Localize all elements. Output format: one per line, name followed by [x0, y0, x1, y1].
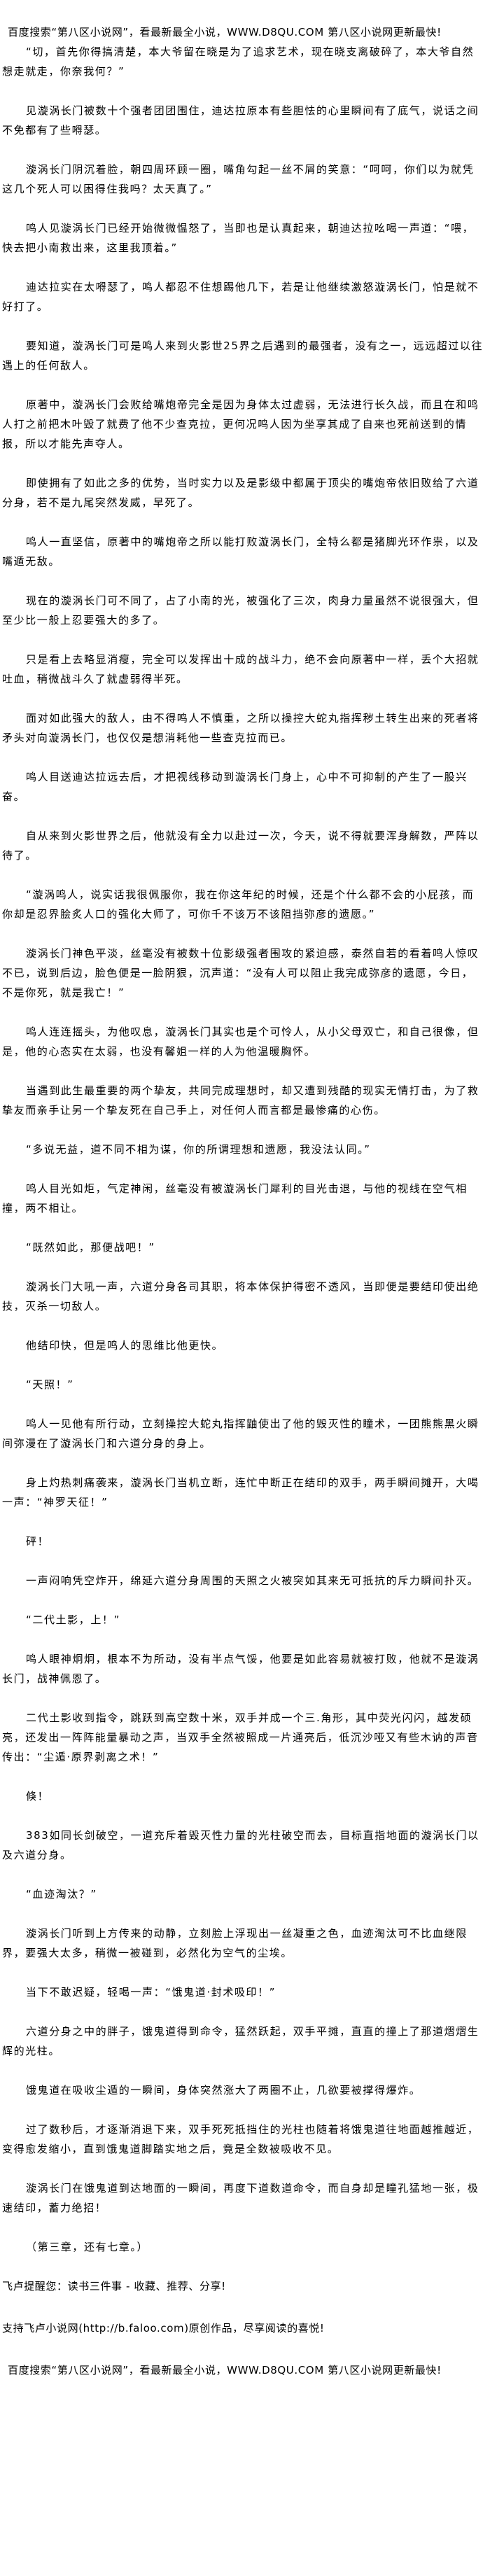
- story-paragraph: 砰！: [26, 1535, 50, 1548]
- story-paragraph: 漩涡长门在饿鬼道到达地面的一瞬间，再度下道数道命令，而自身却是瞳孔猛地一张，极速…: [2, 2182, 479, 2214]
- story-paragraph: 鸣人连连摇头，为他叹息，漩涡长门其实也是个可怜人，从小父母双亡，和自己很像，但是…: [2, 1026, 479, 1058]
- story-paragraph: 迪达拉实在太嘚瑟了，鸣人都忍不住想踢他几下，若是让他继续激怒漩涡长门，怕是就不好…: [2, 281, 479, 313]
- novel-page: 百度搜索“第八区小说网”，看最新最全小说，WWW.D8QU.COM 第八区小说网…: [2, 26, 484, 2380]
- story-paragraph: “漩涡鸣人，说实话我很佩服你，我在你这年纪的时候，还是个什么都不会的小屁孩，而你…: [2, 888, 475, 920]
- story-paragraph: 只是看上去略显消瘦，完全可以发挥出十成的战斗力，绝不会向原著中一样，丢个大招就吐…: [2, 653, 479, 685]
- story-paragraph: 他结印快，但是鸣人的思维比他更快。: [26, 1339, 224, 1352]
- story-paragraph: 要知道，漩涡长门可是鸣人来到火影世25界之后遇到的最强者，没有之一，远远超过以往…: [2, 340, 484, 372]
- story-paragraph: （第三章，还有七章。）: [26, 2241, 149, 2253]
- story-paragraph: “二代土影，上！”: [26, 1614, 120, 1626]
- story-paragraph: 当下不敢迟疑，轻喝一声：“饿鬼道·封术吸印！”: [26, 1986, 276, 1998]
- story-paragraph: 漩涡长门大吼一声，六道分身各司其职，将本体保护得密不透风，当即便是要结印使出绝技…: [2, 1280, 479, 1312]
- story-paragraph: “切，首先你得搞清楚，本大爷留在晓是为了追求艺术，现在晓支离破碎了，本大爷自然想…: [2, 46, 475, 78]
- story-paragraph: “血迹淘汰？”: [26, 1888, 97, 1900]
- story-paragraph: 鸣人一见他有所行动，立刻操控大蛇丸指挥鼬使出了他的毁灭性的瞳术，一团熊熊黑火瞬间…: [2, 1418, 479, 1450]
- story-paragraph: 自从来到火影世界之后，他就没有全力以赴过一次，今天，说不得就要浑身解数，严阵以待…: [2, 830, 479, 862]
- site-banner-bottom: 百度搜索“第八区小说网”，看最新最全小说，WWW.D8QU.COM 第八区小说网…: [8, 2364, 442, 2376]
- story-paragraph: 漩涡长门神色平淡，丝毫没有被数十位影级强者围攻的紧迫感，泰然自若的看着鸣人惊叹不…: [2, 947, 479, 999]
- site-banner-top: 百度搜索“第八区小说网”，看最新最全小说，WWW.D8QU.COM 第八区小说网…: [8, 26, 442, 38]
- story-paragraph: 漩涡长门听到上方传来的动静，立刻脸上浮现出一丝凝重之色，血迹淘汰可不比血继限界，…: [2, 1927, 468, 1959]
- story-paragraph: “多说无益，道不同不相为谋，你的所谓理想和遗愿，我没法认同。”: [26, 1143, 371, 1156]
- story-paragraph: 当遇到此生最重要的两个挚友，共同完成理想时，却又遭到残酷的现实无情打击，为了救挚…: [2, 1084, 479, 1116]
- story-paragraph: 鸣人目送迪达拉远去后，才把视线移动到漩涡长门身上，心中不可抑制的产生了一股兴奋。: [2, 771, 468, 803]
- story-paragraph: 鸣人眼神炯炯，根本不为所动，没有半点气馁，他要是如此容易就被打败，他就不是漩涡长…: [2, 1653, 479, 1685]
- story-paragraph: 漩涡长门阴沉着脸，朝四周环顾一圈，嘴角勾起一丝不屑的笑意：“呵呵，你们以为就凭这…: [2, 163, 475, 195]
- story-paragraph: 383如同长剑破空，一道充斥着毁灭性力量的光柱破空而去，目标直指地面的漩涡长门以…: [2, 1829, 479, 1861]
- story-paragraph: 鸣人见漩涡长门已经开始微微愠怒了，当即也是认真起来，朝迪达拉吆喝一声道：“喂，快…: [2, 222, 475, 254]
- story-paragraph: 见漩涡长门被数十个强者团团围住，迪达拉原本有些胆怯的心里瞬间有了底气，说话之间不…: [2, 104, 479, 136]
- story-paragraph: 身上灼热刺痛袭来，漩涡长门当机立断，连忙中断正在结印的双手，两手瞬间摊开，大喝一…: [2, 1476, 479, 1508]
- reading-reminder: 飞卢提醒您：读书三件事 - 收藏、推荐、分享!: [2, 2280, 226, 2292]
- story-paragraph: “既然如此，那便战吧！”: [26, 1241, 155, 1254]
- story-paragraph: 即使拥有了如此之多的优势，当时实力以及是影级中都属于顶尖的嘴炮帝依旧败给了六道分…: [2, 477, 479, 509]
- story-paragraph: 一声闷响凭空炸开，绵延六道分身周围的天照之火被突如其来无可抵抗的斥力瞬间扑灭。: [26, 1574, 479, 1587]
- story-paragraph: 鸣人目光如炬，气定神闲，丝毫没有被漩涡长门犀利的目光击退，与他的视线在空气相撞，…: [2, 1182, 468, 1214]
- story-paragraph: 面对如此强大的敌人，由不得鸣人不慎重，之所以操控大蛇丸指挥秽土转生出来的死者将矛…: [2, 712, 479, 744]
- story-paragraph: 鸣人一直坚信，原著中的嘴炮帝之所以能打败漩涡长门，全特么都是猪脚光环作祟，以及嘴…: [2, 536, 479, 568]
- page-footer: 飞卢提醒您：读书三件事 - 收藏、推荐、分享! 支持飞卢小说网(http://b…: [2, 2276, 484, 2380]
- story-paragraph: 现在的漩涡长门可不同了，占了小南的光，被强化了三次，肉身力量虽然不说很强大，但至…: [2, 594, 479, 626]
- support-notice: 支持飞卢小说网(http://b.faloo.com)原创作品，尽享阅读的喜悦!: [2, 2322, 325, 2334]
- story-paragraph: 过了数秒后，才逐渐消退下来，双手死死抵挡住的光柱也随着将饿鬼道往地面越推越近，变…: [2, 2123, 479, 2155]
- story-paragraph: “天照！”: [26, 1378, 74, 1391]
- chapter-body: “切，首先你得搞清楚，本大爷留在晓是为了追求艺术，现在晓支离破碎了，本大爷自然想…: [2, 42, 484, 2257]
- story-paragraph: 原著中，漩涡长门会败给嘴炮帝完全是因为身体太过虚弱，无法进行长久战，而且在和鸣人…: [2, 398, 479, 450]
- story-paragraph: 六道分身之中的胖子，饿鬼道得到命令，猛然跃起，双手平摊，直直的撞上了那道熠熠生辉…: [2, 2025, 479, 2057]
- story-paragraph: 饿鬼道在吸收尘遁的一瞬间，身体突然涨大了两圈不止，几欲要被撑得爆炸。: [26, 2084, 421, 2096]
- story-paragraph: 倏！: [26, 1790, 50, 1802]
- story-paragraph: 二代土影收到指令，跳跃到高空数十米，双手并成一个三.角形，其中荧光闪闪，越发硕亮…: [2, 1712, 479, 1763]
